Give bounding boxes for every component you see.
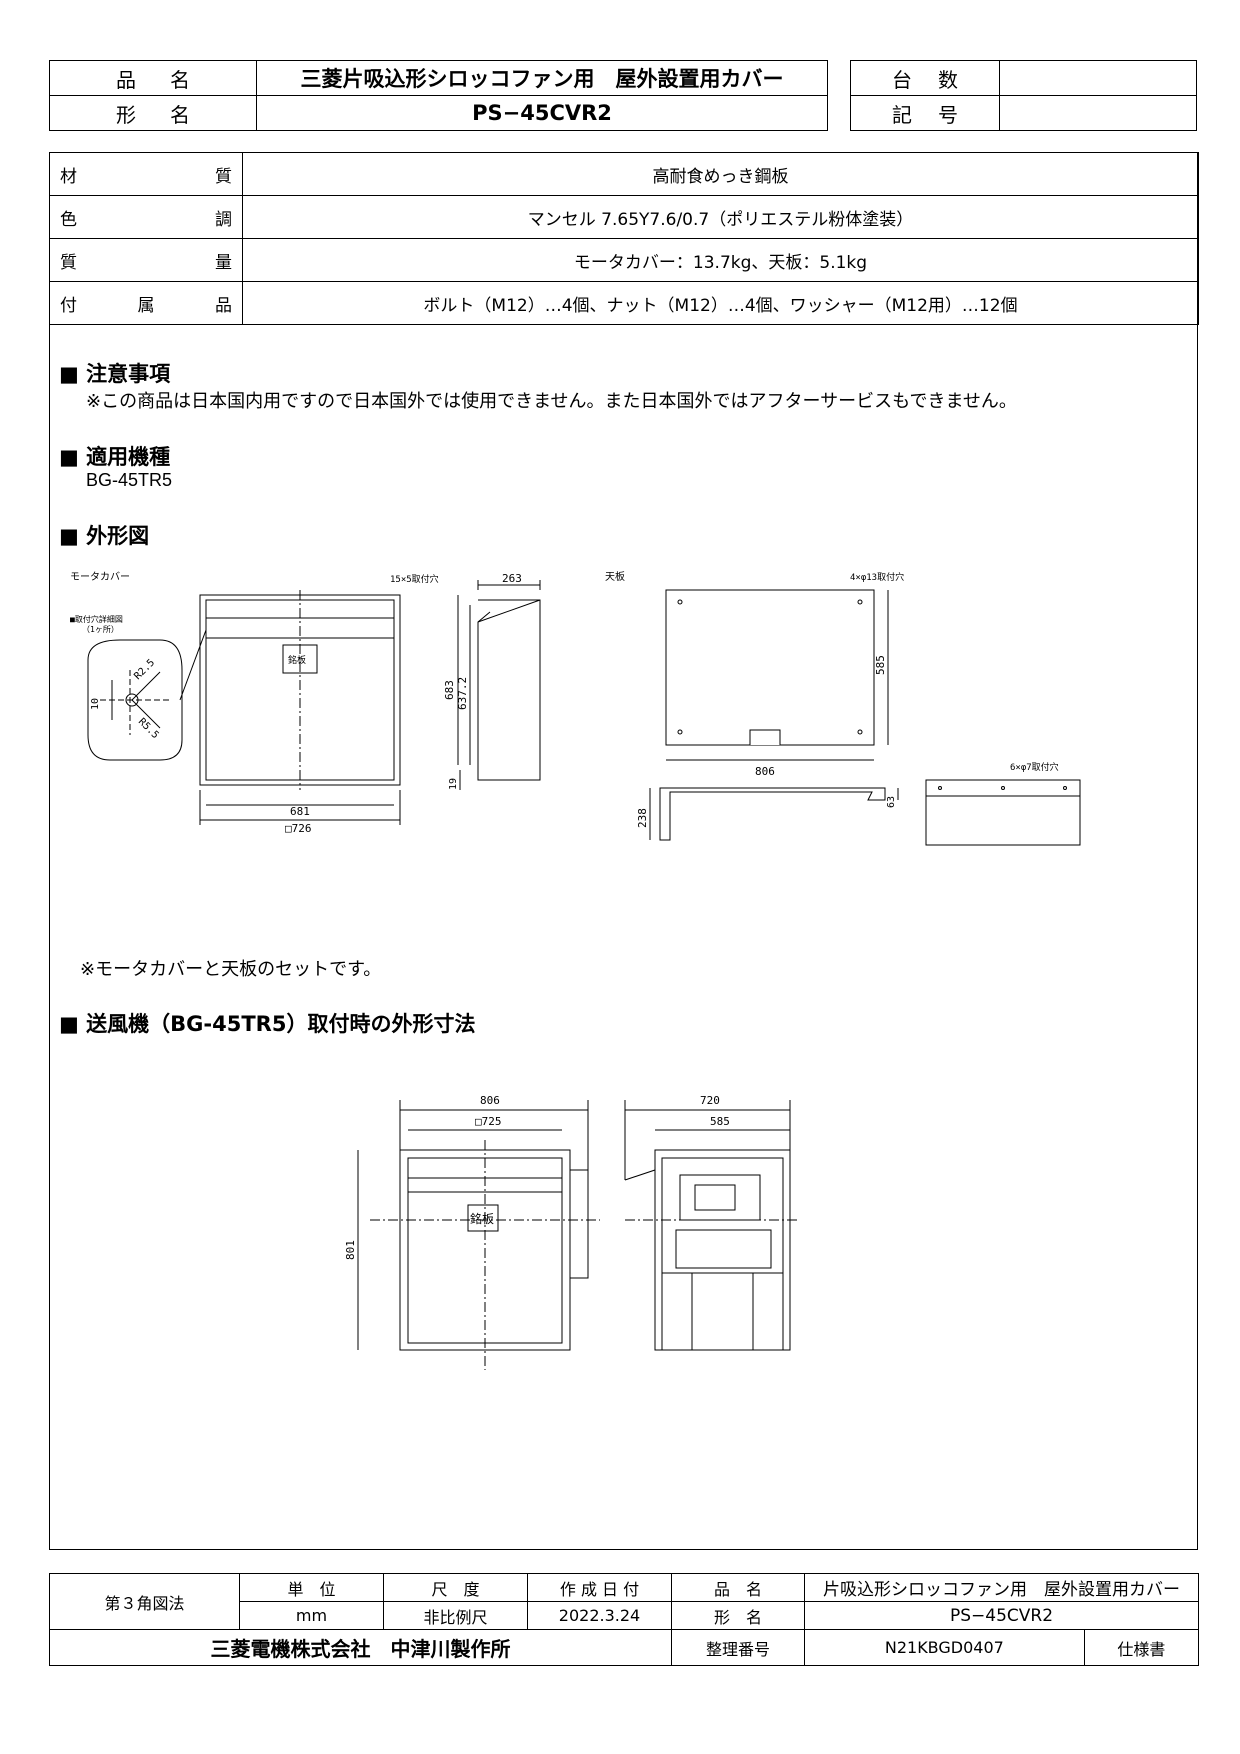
mounted-dim-801: 801 bbox=[344, 1240, 357, 1260]
nameplate-label: 銘板 bbox=[288, 654, 306, 666]
model-label: 形名 bbox=[49, 95, 257, 131]
spec-value: マンセル 7.65Y7.6/0.7（ポリエステル粉体塗装） bbox=[242, 195, 1199, 239]
holes-6x7: 6×φ7取付穴 bbox=[1010, 761, 1059, 773]
top-plate-label: 天板 bbox=[605, 570, 625, 583]
mounted-side-hood bbox=[624, 1169, 656, 1290]
outline-title: ■ 外形図 bbox=[59, 524, 150, 548]
count-table: 台数 記号 bbox=[850, 60, 1197, 131]
spec-label: 質量 bbox=[49, 238, 243, 282]
dim-637-2: 637.2 bbox=[456, 677, 469, 710]
model-label-footer: 形 名 bbox=[671, 1601, 805, 1630]
dim-726: □726 bbox=[285, 822, 312, 835]
spec-table: 材質 高耐食めっき鋼板 色調 マンセル 7.65Y7.6/0.7（ポリエステル粉… bbox=[49, 152, 1199, 325]
holes-15x5: 15×5取付穴 bbox=[390, 573, 439, 585]
ref: N21KBGD0407 bbox=[804, 1629, 1085, 1666]
product-name: 三菱片吸込形シロッコファン用 屋外設置用カバー bbox=[256, 60, 828, 96]
footer-product-name: 片吸込形シロッコファン用 屋外設置用カバー bbox=[804, 1573, 1199, 1602]
spec-label: 色調 bbox=[49, 195, 243, 239]
mounted-nameplate: 銘板 bbox=[470, 1211, 494, 1226]
ref-label: 整理番号 bbox=[671, 1629, 805, 1666]
product-name-label: 品名 bbox=[49, 60, 257, 96]
mounted-dim-720: 720 bbox=[700, 1094, 720, 1107]
spec-row-material: 材質 高耐食めっき鋼板 bbox=[49, 152, 1199, 196]
symbol-value bbox=[999, 95, 1197, 131]
dim-806: 806 bbox=[755, 765, 775, 778]
spec-row-color: 色調 マンセル 7.65Y7.6/0.7（ポリエステル粉体塗装） bbox=[49, 195, 1199, 239]
dim-681: 681 bbox=[290, 805, 310, 818]
notes-title: ■ 注意事項 bbox=[59, 362, 171, 386]
hole-detail-outline bbox=[87, 639, 183, 761]
dim-263: 263 bbox=[502, 572, 522, 585]
motor-cover-side bbox=[477, 599, 541, 781]
outline-drawing: モータカバー ■取付穴詳細図 （1ヶ所） 10 R2.5 R5.5 15×5取付… bbox=[70, 570, 1081, 846]
spec-value: モータカバー：13.7kg、天板：5.1kg bbox=[242, 238, 1199, 282]
set-note: ※モータカバーと天板のセットです。 bbox=[80, 959, 382, 980]
dim-19: 19 bbox=[448, 778, 459, 790]
motor-cover-label: モータカバー bbox=[70, 571, 130, 583]
symbol-label: 記号 bbox=[850, 95, 1000, 131]
company: 三菱電機株式会社 中津川製作所 bbox=[49, 1629, 672, 1666]
scale-label: 尺 度 bbox=[383, 1573, 528, 1602]
top-plate-side bbox=[925, 779, 1081, 846]
date-label: 作 成 日 付 bbox=[527, 1573, 672, 1602]
mounted-drawing: 806 □725 801 銘板 720 585 bbox=[344, 1094, 800, 1370]
unit-label: 単 位 bbox=[239, 1573, 384, 1602]
holes-4x13: 4×φ13取付穴 bbox=[850, 571, 904, 583]
mounted-dim-585: 585 bbox=[710, 1115, 730, 1128]
mounted-side bbox=[654, 1149, 791, 1351]
spec-row-mass: 質量 モータカバー：13.7kg、天板：5.1kg bbox=[49, 238, 1199, 282]
applicable-model: BG-45TR5 bbox=[86, 470, 173, 490]
spec-label: 付属品 bbox=[49, 281, 243, 325]
model-value: PS−45CVR2 bbox=[256, 95, 828, 131]
top-plate-top bbox=[665, 589, 875, 746]
mounted-dim-725: □725 bbox=[475, 1115, 502, 1128]
dim-63: 63 bbox=[886, 796, 897, 808]
date: 2022.3.24 bbox=[527, 1601, 672, 1630]
spec-value: ボルト（M12）…4個、ナット（M12）…4個、ワッシャー（M12用）…12個 bbox=[242, 281, 1199, 325]
dim-585: 585 bbox=[874, 655, 887, 675]
dim-r5-5: R5.5 bbox=[136, 716, 161, 741]
mounted-dim-806: 806 bbox=[480, 1094, 500, 1107]
mounted-title: ■ 送風機（BG-45TR5）取付時の外形寸法 bbox=[59, 1012, 476, 1036]
footer-model: PS−45CVR2 bbox=[804, 1601, 1199, 1630]
dim-683: 683 bbox=[443, 680, 456, 700]
top-plate-front bbox=[659, 787, 886, 841]
nameplate bbox=[282, 644, 318, 674]
footer-table: 第３角図法 単 位 尺 度 作 成 日 付 品 名 片吸込形シロッコファン用 屋… bbox=[49, 1573, 1200, 1666]
hole-detail-label: ■取付穴詳細図 bbox=[70, 614, 123, 624]
quantity-value bbox=[999, 60, 1197, 96]
header-table: 品名 三菱片吸込形シロッコファン用 屋外設置用カバー 形名 PS−45CVR2 bbox=[49, 60, 828, 131]
name-label: 品 名 bbox=[671, 1573, 805, 1602]
doc-type: 仕様書 bbox=[1083, 1629, 1200, 1666]
unit: mm bbox=[239, 1601, 384, 1630]
dim-10: 10 bbox=[90, 698, 101, 710]
notes-body: ※この商品は日本国内用ですので日本国外では使用できません。また日本国外ではアフタ… bbox=[86, 391, 1017, 412]
spec-value: 高耐食めっき鋼板 bbox=[242, 152, 1199, 196]
hole-detail-sub: （1ヶ所） bbox=[82, 624, 119, 634]
scale: 非比例尺 bbox=[383, 1601, 528, 1630]
quantity-label: 台数 bbox=[850, 60, 1000, 96]
projection: 第３角図法 bbox=[49, 1573, 240, 1630]
applicable-title: ■ 適用機種 bbox=[59, 445, 171, 469]
spec-label: 材質 bbox=[49, 152, 243, 196]
spec-row-accessories: 付属品 ボルト（M12）…4個、ナット（M12）…4個、ワッシャー（M12用）…… bbox=[49, 281, 1199, 325]
dim-238: 238 bbox=[636, 808, 649, 828]
